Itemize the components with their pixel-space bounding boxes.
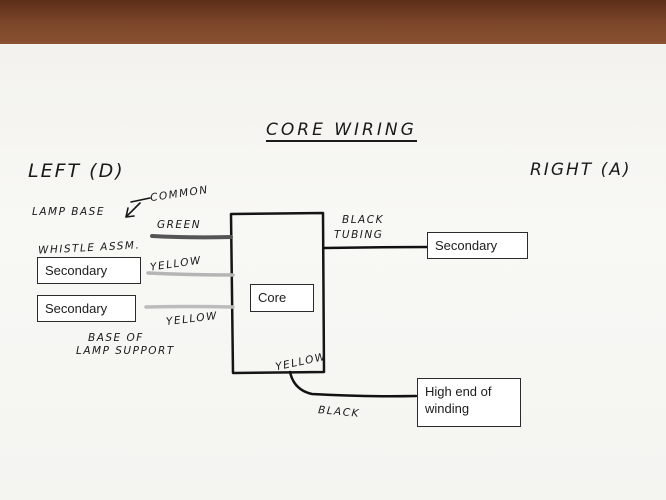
- core-outline: [229, 211, 326, 375]
- lamp-base-annotation: LAMP BASE: [32, 206, 105, 218]
- left-side-label: LEFT (D): [28, 160, 125, 182]
- black-tubing-label-line1: BLACK: [342, 214, 384, 226]
- green-wire-label: GREEN: [157, 219, 202, 231]
- black-tubing-wire: [322, 245, 429, 250]
- secondary-left-1-text: Secondary: [45, 263, 108, 278]
- common-arrow-icon: [125, 197, 151, 218]
- secondary-right-text: Secondary: [435, 238, 498, 253]
- diagram-title: CORE WIRING: [266, 120, 417, 142]
- black-tubing-label-line2: TUBING: [334, 229, 384, 241]
- green-wire: [150, 234, 233, 240]
- high-end-text-line1: High end of: [425, 384, 492, 399]
- core-text: Core: [258, 290, 287, 305]
- secondary-left-2-text: Secondary: [45, 301, 108, 316]
- yellow-wire-2: [144, 304, 235, 309]
- base-of-annotation: BASE OF: [88, 332, 144, 344]
- secondary-left-2-box: Secondary: [37, 295, 136, 322]
- lamp-support-annotation: LAMP SUPPORT: [76, 345, 175, 357]
- high-end-of-winding-box: High end of winding: [417, 378, 521, 427]
- secondary-left-1-box: Secondary: [37, 257, 141, 284]
- right-side-label: RIGHT (A): [530, 160, 632, 180]
- black-bottom-wire: [288, 370, 418, 398]
- core-box: Core: [250, 284, 314, 312]
- yellow-wire-1: [146, 271, 235, 277]
- high-end-text-line2: winding: [425, 401, 470, 416]
- secondary-right-box: Secondary: [427, 232, 528, 259]
